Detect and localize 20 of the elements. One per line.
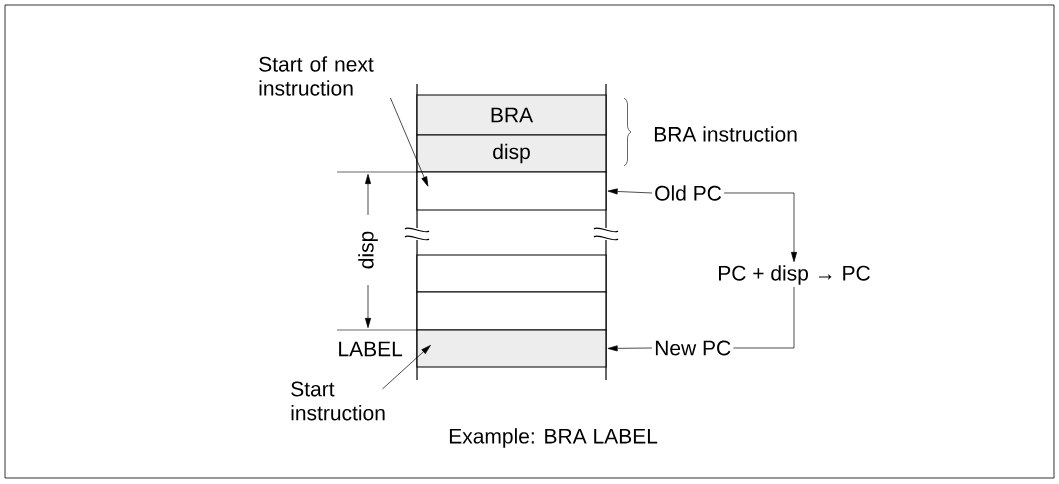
dimension-label: disp — [358, 231, 378, 269]
arrow — [607, 345, 653, 352]
label-text: BRA instruction — [654, 126, 797, 142]
memory-cell — [416, 254, 607, 293]
leader-line — [390, 97, 429, 187]
memory-cell — [416, 329, 607, 368]
memory-cell: disp — [416, 134, 607, 173]
memory-cell: BRA — [416, 94, 607, 136]
arrow — [723, 192, 797, 263]
label-text: PC + disp → PC — [719, 265, 870, 285]
memory-cell — [416, 171, 607, 211]
label-text: Old PC — [655, 185, 722, 201]
memory-cell — [416, 291, 607, 331]
label-text: Start of next instruction — [259, 56, 374, 96]
arrow — [607, 188, 653, 195]
label-text: Start instruction — [291, 381, 385, 421]
label-text: LABEL — [339, 341, 403, 357]
caption: Example: BRA LABEL — [449, 428, 658, 448]
label-text: New PC — [655, 340, 731, 356]
leader-line — [382, 345, 431, 390]
